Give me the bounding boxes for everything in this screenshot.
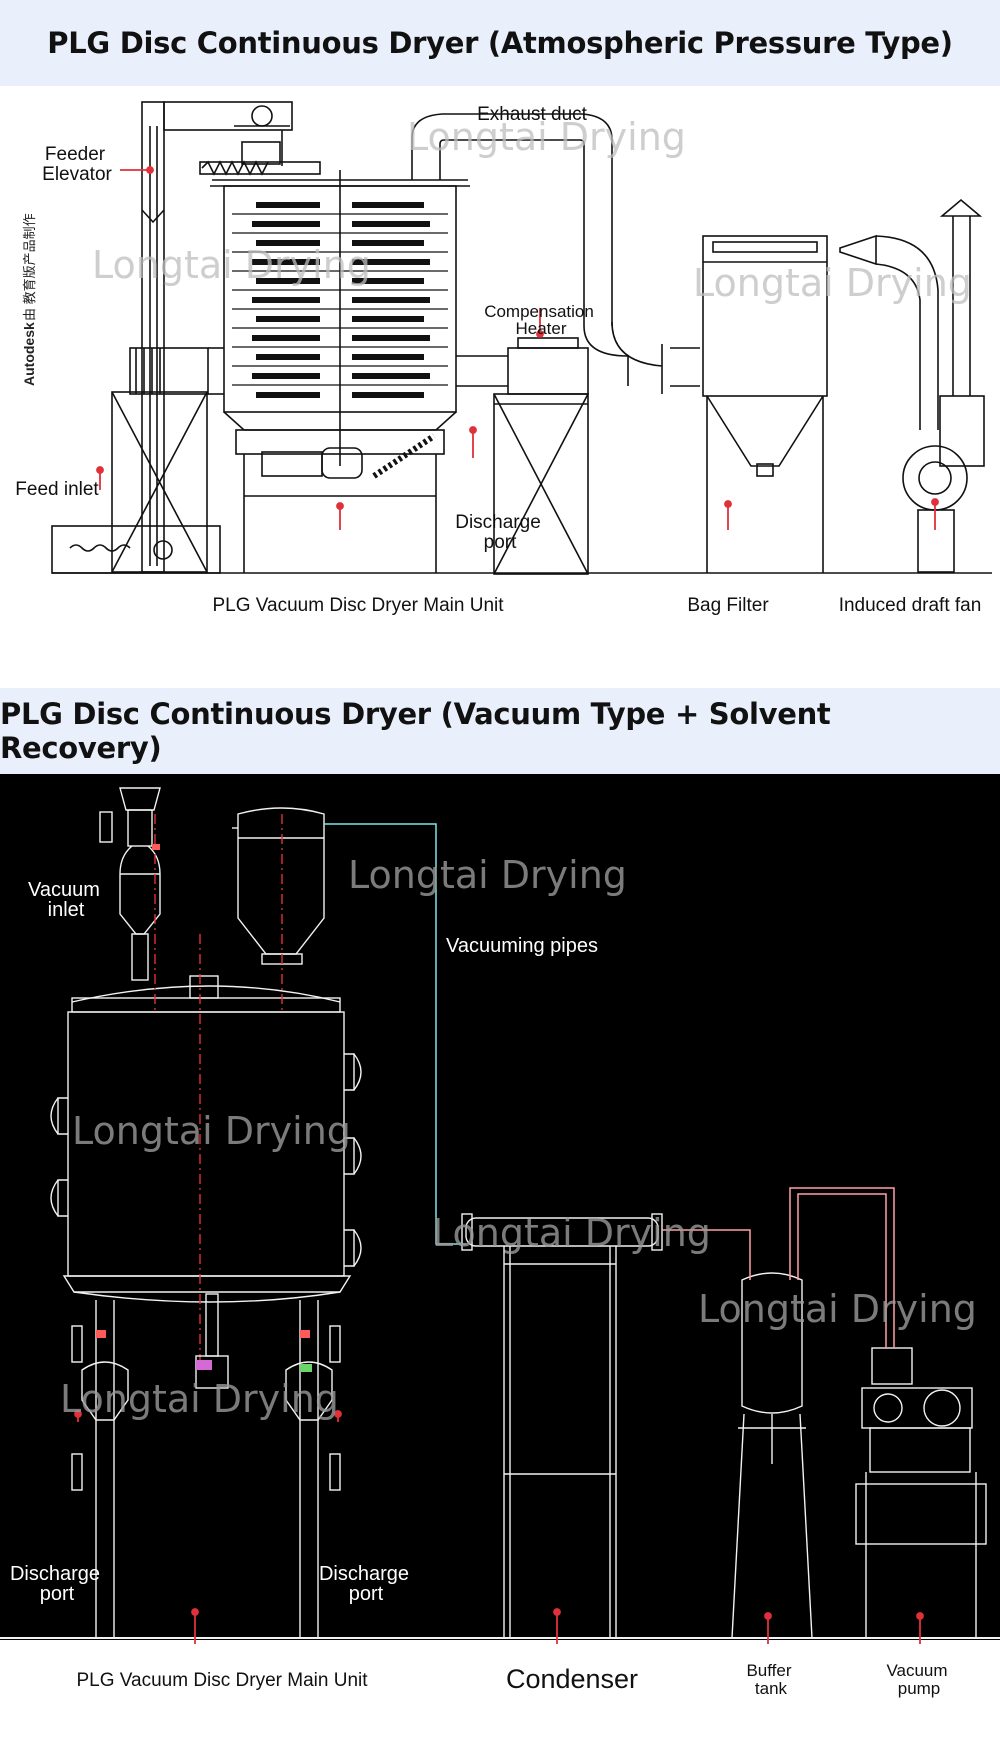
label-feed-inlet: Feed inlet: [15, 479, 99, 500]
main-vessel: [50, 814, 362, 1374]
label-discharge-port-1: Discharge: [455, 512, 541, 533]
discharge-legs: [71, 1293, 341, 1638]
atmospheric-dryer-drawing: Autodesk 由 教育版产品制作 Feeder Elevator Exhau…: [15, 101, 992, 616]
bag-filter: [702, 235, 828, 573]
top-cyclone: [232, 807, 325, 965]
watermark-3: Longtai Drying: [693, 261, 972, 305]
edu-side-text: 由 教育版产品制作: [22, 213, 37, 321]
atmospheric-dryer-diagram: Autodesk 由 教育版产品制作 Feeder Elevator Exhau…: [0, 86, 1000, 688]
label-vacuum-pump-2: pump: [898, 1679, 941, 1698]
tray-blocks: [252, 202, 430, 398]
label-discharge-port-left-2: port: [40, 1583, 75, 1605]
label-discharge-port-2: port: [484, 532, 517, 553]
label-compensation-heater-1: Compensation: [484, 302, 594, 321]
label-vacuum-pump-1: Vacuum: [886, 1661, 947, 1680]
vacuuming-pipes: [324, 823, 466, 1245]
watermark-7: Longtai Drying: [698, 1287, 977, 1331]
section1-pointers: [96, 166, 939, 530]
watermark-1: Longtai Drying: [407, 115, 686, 159]
left-heater: [129, 347, 224, 395]
buffer-tank: [731, 1272, 813, 1639]
vacuum-inlet-hopper: [99, 787, 161, 981]
label-vacuum-inlet-1: Vacuum: [28, 879, 100, 901]
watermark-4: Longtai Drying: [348, 853, 627, 897]
watermark-2: Longtai Drying: [92, 243, 371, 287]
label-main-unit: PLG Vacuum Disc Dryer Main Unit: [212, 595, 504, 616]
dryer-trays: [232, 213, 448, 386]
label-buffer-tank-1: Buffer: [746, 1661, 791, 1680]
section2-pointers: [74, 1410, 924, 1644]
main-dryer-tower: [210, 170, 470, 573]
induced-draft-fan: [839, 198, 985, 573]
valve-marks: [96, 844, 312, 1372]
label-buffer-tank-2: tank: [755, 1679, 788, 1698]
label-discharge-port-right-2: port: [349, 1583, 384, 1605]
watermark-8: Longtai Drying: [60, 1377, 339, 1421]
compensation-heater: [456, 337, 589, 575]
label-vacuuming-pipes: Vacuuming pipes: [446, 935, 598, 957]
vacuum-dryer-diagram: Vacuum inlet Vacuuming pipes Discharge p…: [0, 774, 1000, 1739]
section2-title: PLG Disc Continuous Dryer (Vacuum Type +…: [0, 688, 1000, 774]
watermark-6: Longtai Drying: [432, 1211, 711, 1255]
label-condenser: Condenser: [506, 1664, 638, 1694]
section1-title: PLG Disc Continuous Dryer (Atmospheric P…: [0, 0, 1000, 86]
autodesk-side-text: Autodesk: [21, 322, 37, 386]
exhaust-duct: [411, 113, 700, 394]
screw-feeder: [199, 125, 321, 176]
label-discharge-port-right-1: Discharge: [319, 1563, 409, 1585]
vacuum-pump: [855, 1347, 987, 1638]
label-compensation-heater-2: Heater: [515, 319, 566, 338]
label-induced-draft-fan: Induced draft fan: [839, 595, 982, 616]
label-discharge-port-left-1: Discharge: [10, 1563, 100, 1585]
label-vacuum-inlet-2: inlet: [48, 899, 85, 921]
watermark-5: Longtai Drying: [72, 1109, 351, 1153]
pink-pipes: [662, 1187, 895, 1348]
vacuum-dryer-drawing: Vacuum inlet Vacuuming pipes Discharge p…: [0, 787, 1000, 1739]
condenser: [461, 1213, 663, 1638]
label-feeder-elevator-1: Feeder: [45, 144, 106, 165]
label-exhaust-duct: Exhaust duct: [477, 104, 588, 125]
label-main-unit-2: PLG Vacuum Disc Dryer Main Unit: [76, 1670, 368, 1691]
label-feeder-elevator-2: Elevator: [42, 164, 112, 185]
label-bag-filter: Bag Filter: [687, 595, 769, 616]
